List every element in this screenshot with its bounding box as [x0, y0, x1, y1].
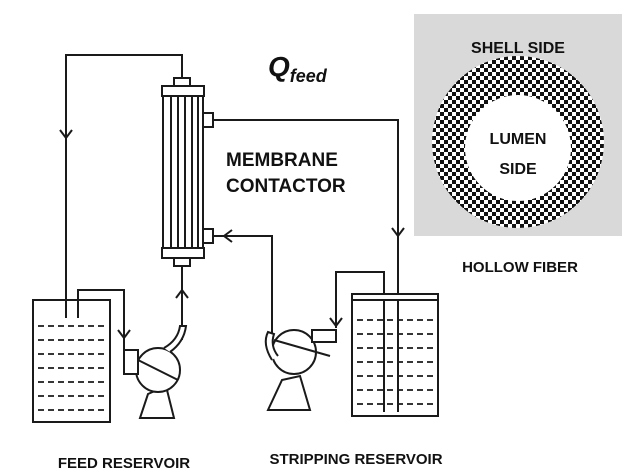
lumen-label-line2: SIDE — [499, 161, 537, 178]
feed-reservoir-label: FEED RESERVOIR — [58, 455, 190, 472]
shell-side-label: SHELL SIDE — [471, 40, 565, 57]
membrane-contactor-label-line1: MEMBRANE — [226, 150, 338, 171]
stripping-pump — [264, 329, 337, 411]
feed-pump — [123, 325, 188, 419]
stripping-reservoir-label: STRIPPING RESERVOIR — [269, 451, 442, 468]
stripping-pipe — [213, 119, 405, 352]
membrane-contactor-label-line2: CONTACTOR — [226, 176, 346, 197]
lumen-area — [465, 95, 571, 201]
stripping-reservoir — [351, 293, 439, 417]
membrane-contactor — [161, 77, 214, 267]
flow-label: Qfeed — [268, 51, 328, 86]
lumen-label-line1: LUMEN — [490, 131, 547, 148]
hollow-fiber-label: HOLLOW FIBER — [462, 259, 578, 276]
hollow-fiber-inset — [414, 14, 622, 236]
feed-reservoir — [32, 299, 111, 423]
